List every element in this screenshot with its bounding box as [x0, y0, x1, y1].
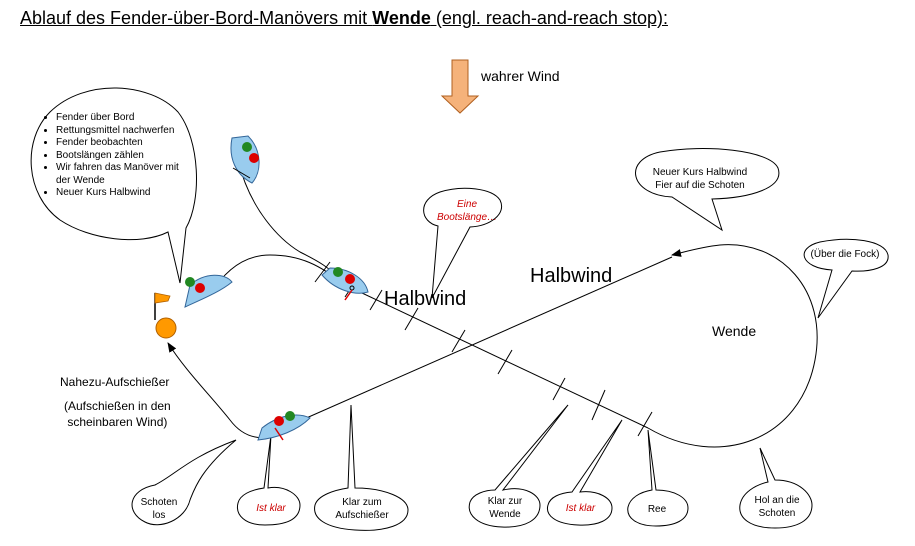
hol-an-text: Hol an die Schoten — [754, 495, 800, 519]
note-item: Wir fahren das Manöver mit der Wende — [56, 162, 191, 187]
ueber-fock-bubble — [803, 238, 889, 319]
ist-klar-left-bubble — [236, 434, 301, 526]
halbwind-upper-label: Halbwind — [530, 265, 613, 287]
course-halbwind-return — [294, 256, 673, 424]
note-item: Bootslängen zählen — [56, 150, 191, 163]
notes-list: Fender über Bord Rettungsmittel nachwerf… — [42, 112, 191, 200]
note-item: Fender über Bord — [56, 112, 191, 125]
wind-label: wahrer Wind — [481, 68, 560, 84]
note-item: Rettungsmittel nachwerfen — [56, 125, 191, 138]
halbwind-lower-label: Halbwind — [384, 288, 467, 310]
course-start — [209, 254, 346, 296]
klar-aufschiesser-bubble — [314, 404, 409, 531]
boat-return-icon — [257, 411, 311, 441]
nahezu-label: Nahezu-Aufschießer — [60, 375, 170, 389]
page-title: Ablauf des Fender-über-Bord-Manövers mit… — [20, 8, 668, 28]
boat-approach-icon — [230, 135, 260, 184]
wind-arrow-icon — [440, 59, 480, 114]
neuer-kurs-text: Neuer Kurs Halbwind Fier auf die Schoten — [652, 167, 748, 191]
boat-start-icon — [184, 274, 233, 308]
hol-an-bubble — [739, 447, 813, 529]
notes-bubble — [30, 87, 197, 284]
schoten-los-bubble — [131, 439, 237, 526]
fender-buoy-icon — [154, 292, 177, 339]
ist-klar-right-text: Ist klar — [565, 503, 596, 514]
ree-bubble — [627, 429, 689, 527]
note-item: Fender beobachten — [56, 137, 191, 150]
klar-aufschiesser-text: Klar zum Aufschießer — [335, 497, 389, 521]
schoten-los-text: Schoten los — [140, 497, 178, 521]
note-item: Neuer Kurs Halbwind — [56, 187, 191, 200]
course-wende-circle — [647, 244, 818, 448]
course-halbwind-outbound — [344, 284, 649, 429]
klar-wende-bubble — [468, 404, 569, 528]
neuer-kurs-bubble — [635, 148, 780, 232]
klar-wende-text: Klar zur Wende — [487, 496, 523, 520]
boat-length-ticks — [314, 261, 653, 437]
eine-bootslaenge-bubble — [423, 187, 503, 299]
ueber-fock-text: (Über die Fock) — [810, 249, 880, 260]
ist-klar-right-bubble — [546, 419, 623, 526]
boat-halbwind-icon — [321, 267, 369, 301]
wende-label: Wende — [712, 323, 757, 339]
ree-text: Ree — [647, 504, 667, 515]
ist-klar-left-text: Ist klar — [256, 503, 286, 514]
aufschiessen-note: (Aufschießen in den scheinbaren Wind) — [64, 399, 171, 429]
eine-bootslaenge-text: Eine Bootslänge… — [436, 199, 498, 223]
